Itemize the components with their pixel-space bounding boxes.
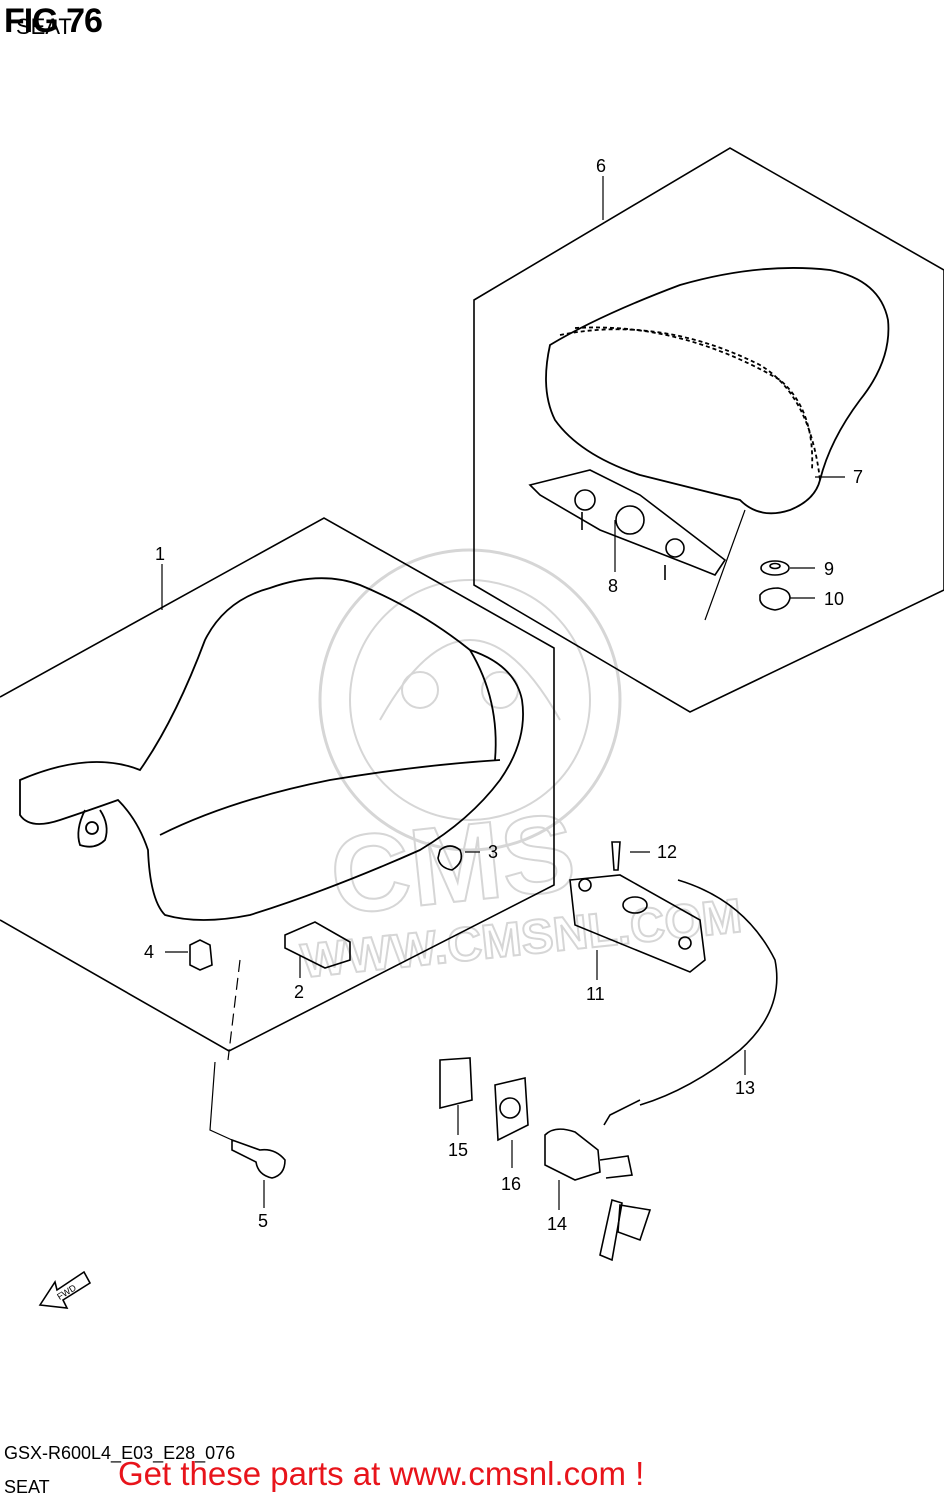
callout-16: 16 [501, 1174, 521, 1194]
key-lock-parts [439, 1057, 652, 1262]
rear-seat-base-plate [528, 469, 727, 580]
figure-title: FIG 76 [4, 2, 103, 40]
callout-8: 8 [608, 576, 618, 596]
rear-seat-box [473, 147, 944, 713]
callout-12: 12 [657, 842, 677, 862]
washer-and-nut [759, 560, 791, 611]
small-parts [189, 845, 463, 1179]
callout-9: 9 [824, 559, 834, 579]
callout-5: 5 [258, 1211, 268, 1231]
callout-1: 1 [155, 544, 165, 564]
callout-numbers: 1 2 3 4 5 6 7 8 9 10 11 12 13 14 15 16 [144, 156, 863, 1234]
lock-plate-assembly [569, 841, 706, 973]
leader-lines [161, 176, 845, 1210]
footer-section: SEAT [4, 1477, 50, 1497]
callout-15: 15 [448, 1140, 468, 1160]
figure-subtitle: SEAT [16, 14, 72, 39]
watermark-brand: CMS [325, 790, 581, 938]
callout-3: 3 [488, 842, 498, 862]
callout-10: 10 [824, 589, 844, 609]
callout-13: 13 [735, 1078, 755, 1098]
callout-14: 14 [547, 1214, 567, 1234]
rear-seat-cushion [545, 267, 890, 515]
release-cable [603, 879, 778, 1126]
callout-11: 11 [586, 984, 605, 1004]
promo-link[interactable]: Get these parts at www.cmsnl.com ! [118, 1455, 645, 1492]
callout-7: 7 [853, 467, 863, 487]
cms-watermark: CMS WWW.CMSNL.COM [298, 548, 745, 990]
footer-diagram-code: GSX-R600L4_E03_E28_076 [4, 1443, 236, 1463]
fwd-arrow: FWD [38, 1270, 92, 1309]
rider-seat [19, 577, 524, 921]
callout-4: 4 [144, 942, 154, 962]
callout-2: 2 [294, 982, 304, 1002]
rider-seat-box [0, 517, 555, 1052]
callout-6: 6 [596, 156, 606, 176]
